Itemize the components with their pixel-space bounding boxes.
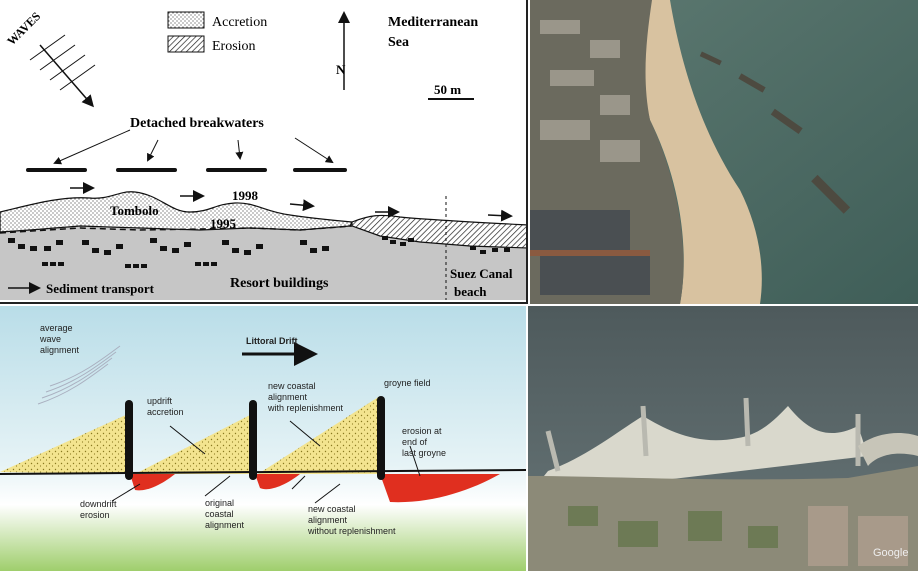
erosion-zone-3 <box>380 474 500 503</box>
groyne-3 <box>377 396 385 480</box>
sediment-label: Sediment transport <box>46 281 155 296</box>
groyne-1 <box>125 400 133 480</box>
legend-accretion-label: Accretion <box>212 15 267 30</box>
groyne-field-label: groyne field <box>384 378 431 388</box>
wave-label-3: alignment <box>40 345 80 355</box>
north-label: N <box>336 62 346 77</box>
wave-label-1: average <box>40 323 73 333</box>
legend-erosion-swatch <box>167 35 205 53</box>
erosion-zone-1 <box>130 474 175 491</box>
suez-label-line2: beach <box>454 284 487 299</box>
resort-building-blocks <box>8 236 510 268</box>
wave-label-2: wave <box>39 334 61 344</box>
scale-label: 50 m <box>434 82 461 97</box>
waves-symbol <box>29 34 96 108</box>
google-watermark: Google <box>873 547 908 559</box>
new-repl-label-1: new coastal <box>268 381 316 391</box>
new-norepl-label-2: alignment <box>308 515 348 525</box>
suez-label-line1: Suez Canal <box>450 266 513 281</box>
groyne-2 <box>249 400 257 480</box>
new-repl-label-2: alignment <box>268 392 308 402</box>
downdrift-label-1: downdrift <box>80 499 117 509</box>
new-norepl-label-3: without replenishment <box>307 526 396 536</box>
original-label-2: coastal <box>205 509 234 519</box>
erosion-zone-2 <box>255 474 300 490</box>
accretion-wedge-1 <box>0 414 128 474</box>
accretion-wedge-2 <box>135 414 252 474</box>
legend-erosion-label: Erosion <box>212 39 256 54</box>
new-repl-label-3: with replenishment <box>267 403 344 413</box>
erosion-end-label-1: erosion at <box>402 426 442 436</box>
aerial-oblique-photo <box>530 0 918 304</box>
erosion-area <box>351 214 526 249</box>
year-1998-label: 1998 <box>232 188 259 203</box>
accretion-area <box>0 191 353 233</box>
shoreline-1995 <box>0 225 353 234</box>
erosion-end-label-2: end of <box>402 437 428 447</box>
updrift-label-1: updrift <box>147 396 173 406</box>
new-norepl-label-1: new coastal <box>308 504 356 514</box>
sea-label-line2: Sea <box>388 35 409 50</box>
resort-label: Resort buildings <box>230 276 329 291</box>
original-label-3: alignment <box>205 520 245 530</box>
accretion-wedge-3 <box>258 396 380 474</box>
original-label-1: original <box>205 498 234 508</box>
updrift-label-2: accretion <box>147 407 184 417</box>
downdrift-label-2: erosion <box>80 510 110 520</box>
littoral-label: Littoral Drift <box>246 336 298 346</box>
erosion-end-label-3: last groyne <box>402 448 446 458</box>
year-1995-label: 1995 <box>210 216 237 231</box>
sea-label-line1: Mediterranean <box>388 15 478 30</box>
satellite-view-photo: Google <box>528 306 918 571</box>
legend-accretion-swatch <box>167 11 205 29</box>
breakwater-schematic-panel: WAVES Accretion Erosion N Mediterranean … <box>0 0 528 304</box>
waves-label: WAVES <box>4 9 43 48</box>
groyne-field-diagram: average wave alignment Littoral Drift up… <box>0 306 526 571</box>
original-coast-line <box>0 469 526 475</box>
tombolo-label: Tombolo <box>110 203 159 218</box>
breakwaters-label: Detached breakwaters <box>130 116 264 131</box>
